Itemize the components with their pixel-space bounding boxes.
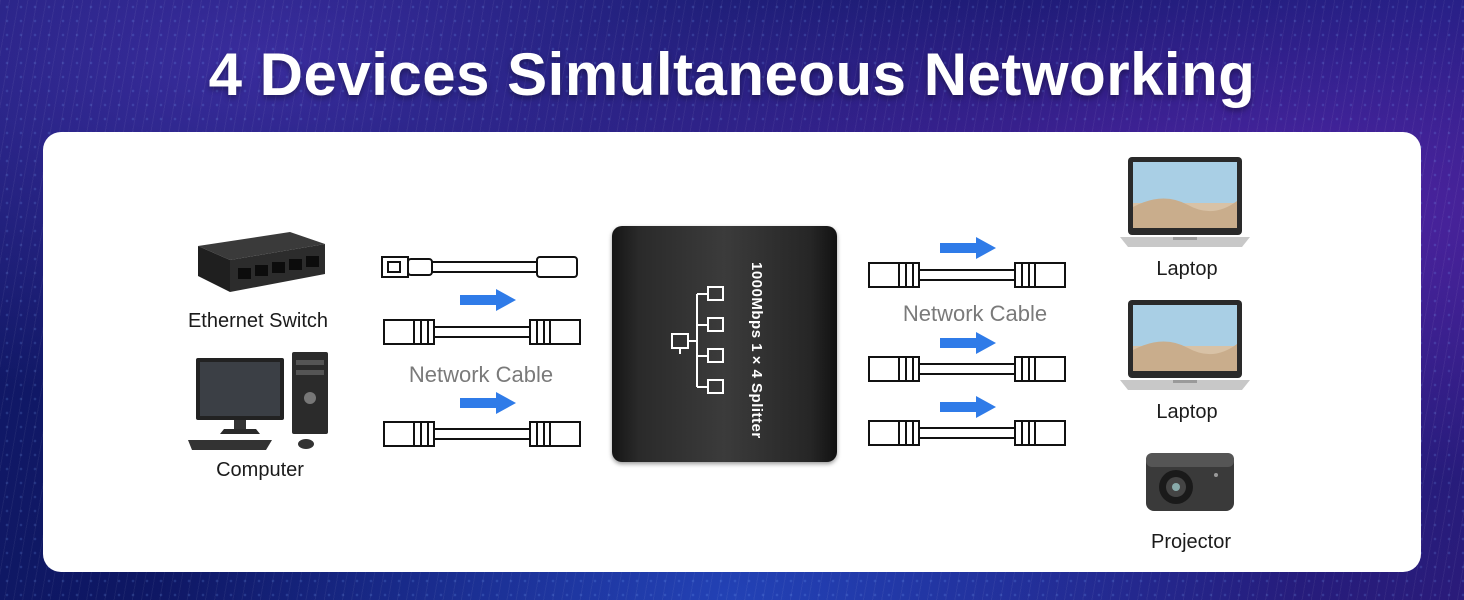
- network-topology-icon: [671, 286, 724, 394]
- cable-label-right: Network Cable: [902, 301, 1048, 326]
- arrow-right-icon: [940, 332, 996, 354]
- device-label-laptop-2: Laptop: [1156, 401, 1218, 423]
- laptop-icon: [1120, 300, 1250, 390]
- device-label-ethernet-switch: Ethernet Switch: [187, 310, 329, 332]
- usb-c-cable-icon: [381, 256, 578, 278]
- device-label-projector: Projector: [1150, 531, 1232, 553]
- ethernet-switch-icon: [198, 232, 325, 292]
- network-cable-icon: [383, 421, 581, 447]
- network-cable-icon: [868, 262, 1066, 288]
- laptop-icon: [1120, 157, 1250, 247]
- arrow-right-icon: [460, 392, 516, 414]
- desktop-computer-icon: [188, 352, 328, 450]
- device-label-laptop-1: Laptop: [1156, 258, 1218, 280]
- splitter-device: [612, 226, 837, 462]
- network-cable-icon: [383, 319, 581, 345]
- arrow-right-icon: [940, 396, 996, 418]
- arrow-right-icon: [460, 289, 516, 311]
- cable-label-left: Network Cable: [408, 362, 554, 387]
- network-cable-icon: [868, 420, 1066, 446]
- page-title: 4 Devices Simultaneous Networking: [208, 41, 1256, 108]
- projector-icon: [1146, 453, 1234, 511]
- splitter-label: 1000Mbps 1×4 Splitter: [748, 262, 765, 439]
- device-label-computer: Computer: [216, 459, 304, 481]
- network-cable-icon: [868, 356, 1066, 382]
- arrow-right-icon: [940, 237, 996, 259]
